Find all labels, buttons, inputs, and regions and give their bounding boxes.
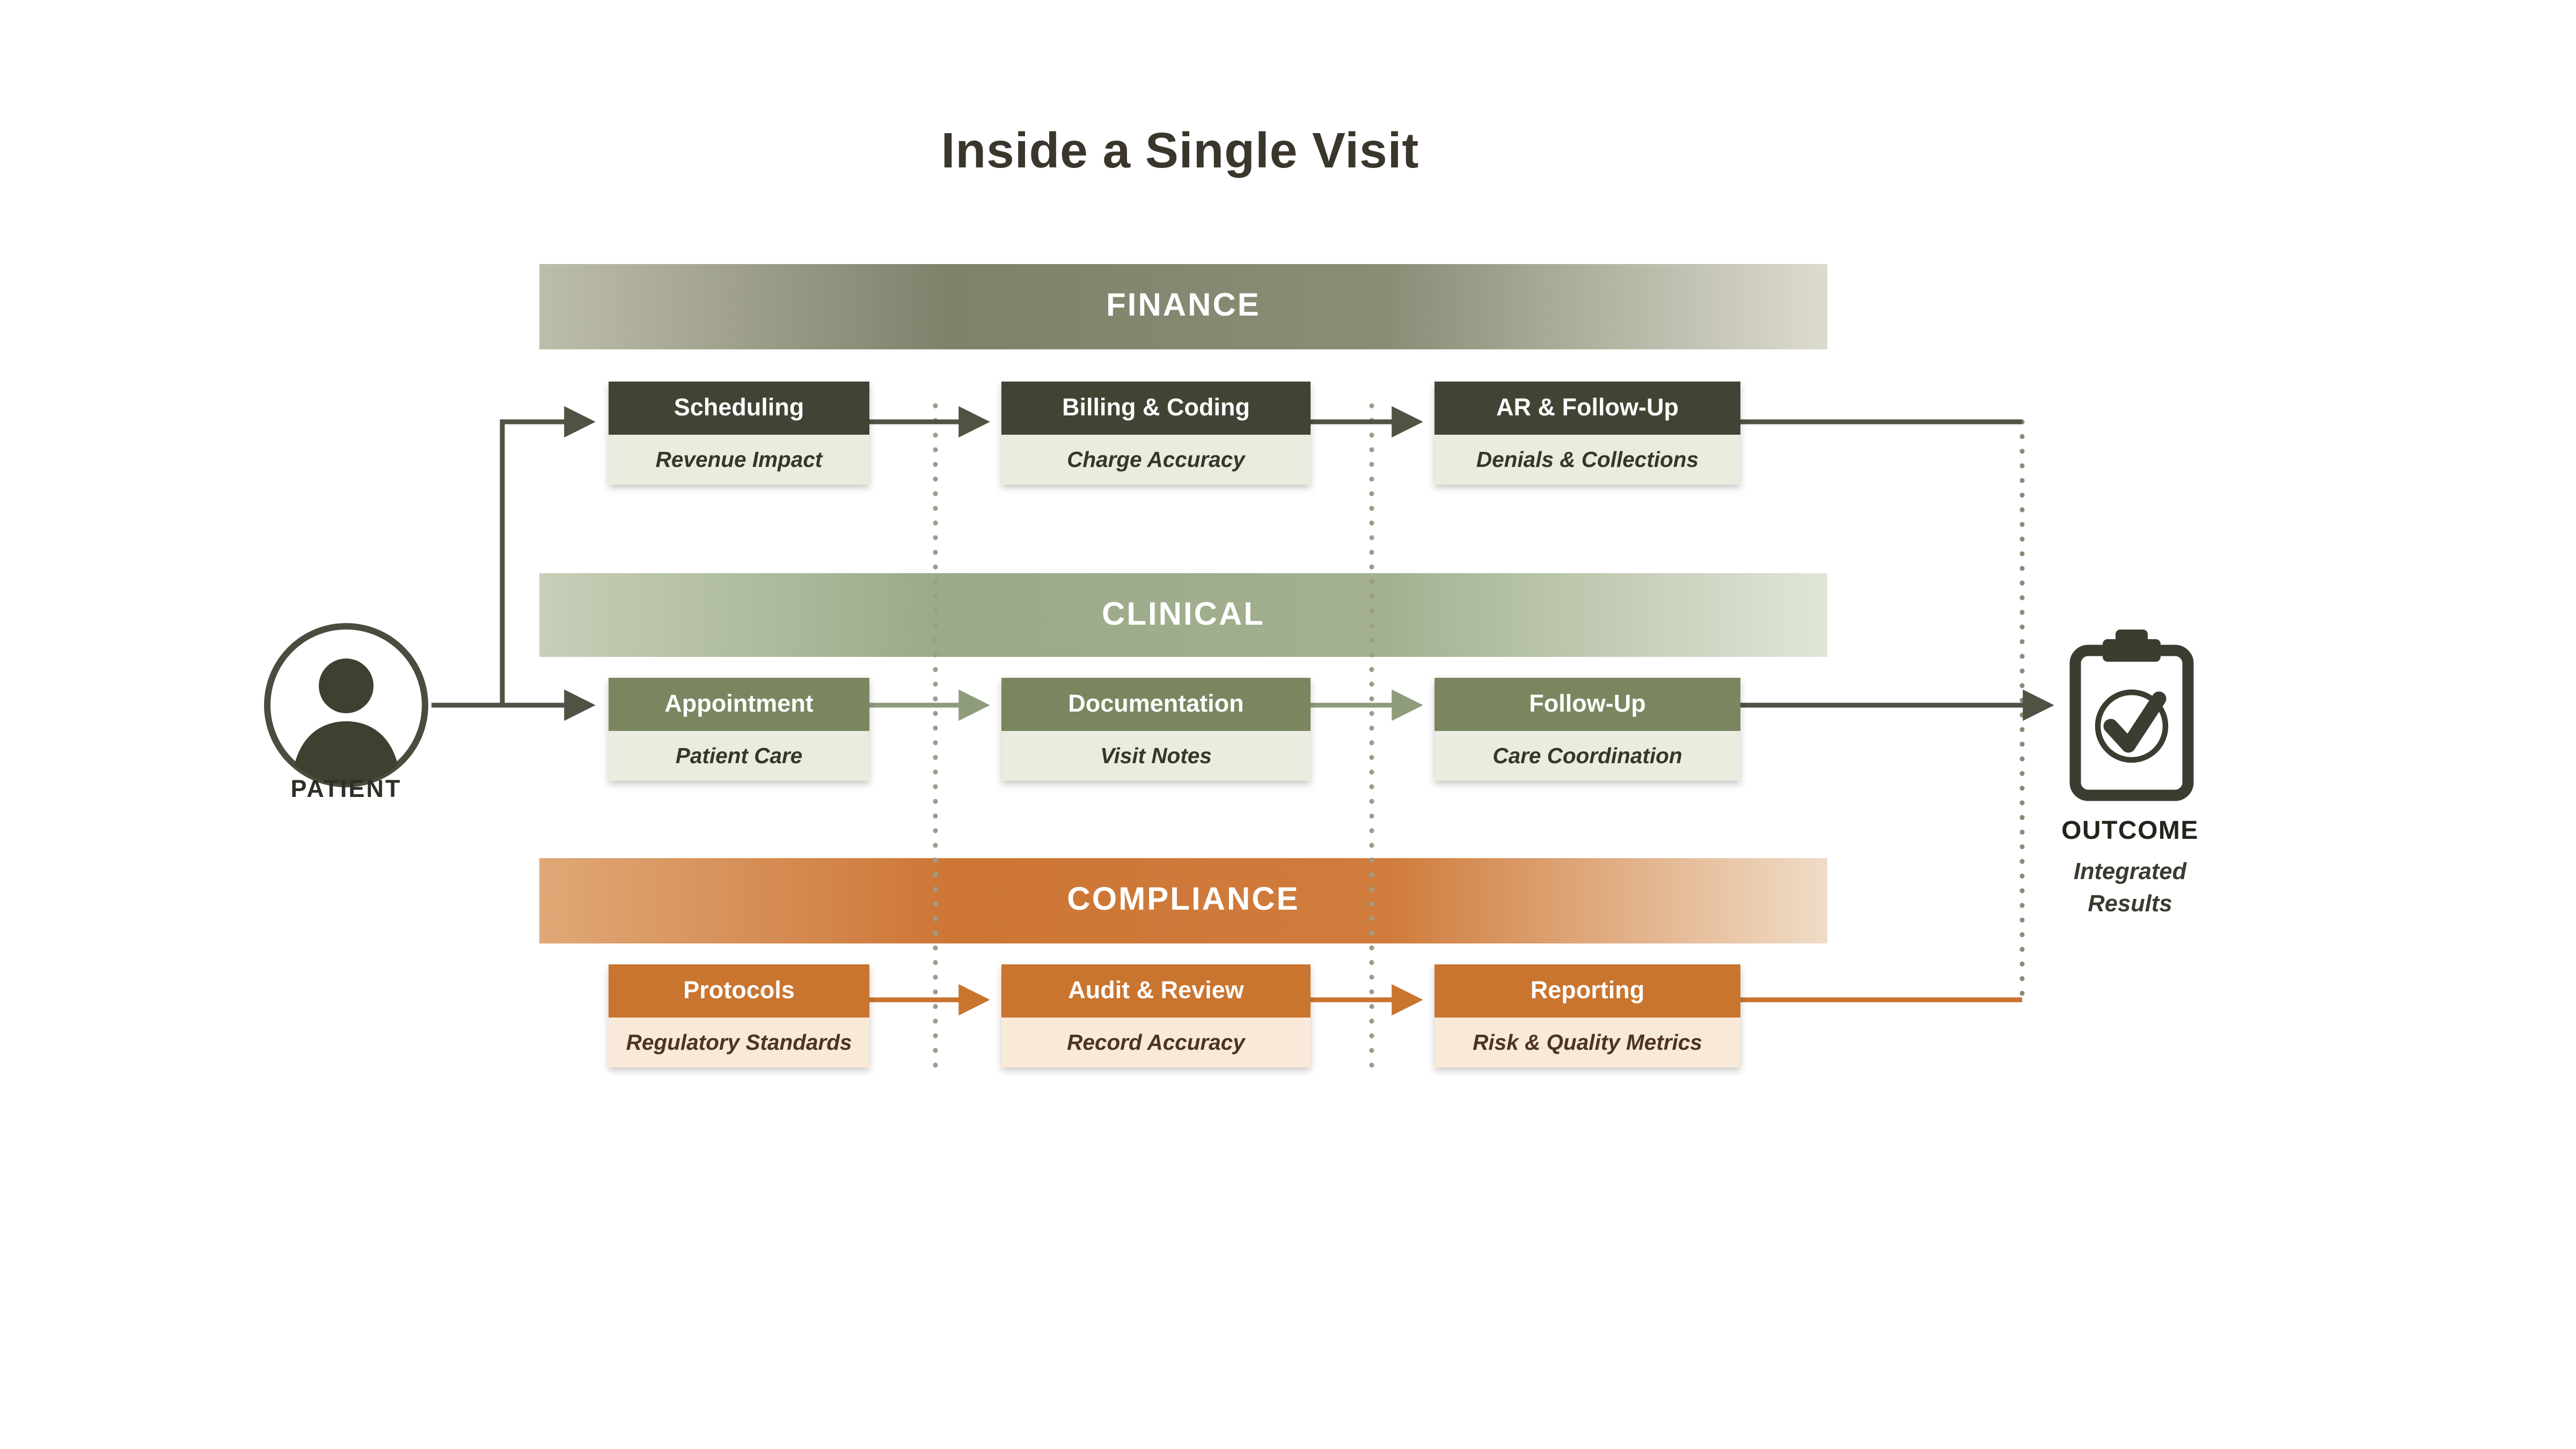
node-subtitle: Denials & Collections — [1435, 435, 1740, 485]
lane-band-clinical: CLINICAL — [539, 573, 1827, 657]
node-scheduling: Scheduling Revenue Impact — [609, 382, 869, 485]
node-title: Audit & Review — [1001, 964, 1311, 1018]
node-title: Scheduling — [609, 382, 869, 435]
node-billing-coding: Billing & Coding Charge Accuracy — [1001, 382, 1311, 485]
node-appointment: Appointment Patient Care — [609, 678, 869, 781]
node-subtitle: Charge Accuracy — [1001, 435, 1311, 485]
node-title: Reporting — [1435, 964, 1740, 1018]
node-title: Documentation — [1001, 678, 1311, 731]
node-audit-review: Audit & Review Record Accuracy — [1001, 964, 1311, 1067]
node-subtitle: Record Accuracy — [1001, 1018, 1311, 1067]
node-subtitle: Visit Notes — [1001, 731, 1311, 781]
node-ar-follow-up: AR & Follow-Up Denials & Collections — [1435, 382, 1740, 485]
lane-label-finance: FINANCE — [1106, 288, 1261, 324]
node-title: Follow-Up — [1435, 678, 1740, 731]
node-title: Protocols — [609, 964, 869, 1018]
lane-band-compliance: COMPLIANCE — [539, 858, 1827, 943]
node-subtitle: Risk & Quality Metrics — [1435, 1018, 1740, 1067]
lane-label-compliance: COMPLIANCE — [1067, 882, 1300, 918]
lane-band-finance: FINANCE — [539, 264, 1827, 349]
node-subtitle: Care Coordination — [1435, 731, 1740, 781]
node-subtitle: Revenue Impact — [609, 435, 869, 485]
page-title: Inside a Single Visit — [941, 122, 1419, 179]
node-title: AR & Follow-Up — [1435, 382, 1740, 435]
node-title: Appointment — [609, 678, 869, 731]
patient-label: PATIENT — [290, 776, 402, 803]
outcome-subtitle: Integrated Results — [2073, 860, 2187, 918]
node-protocols: Protocols Regulatory Standards — [609, 964, 869, 1067]
outcome-label: OUTCOME — [2061, 818, 2199, 845]
node-title: Billing & Coding — [1001, 382, 1311, 435]
clipboard-check-icon — [2069, 630, 2194, 801]
arrow-patient-scheduling — [500, 406, 596, 705]
lane-label-clinical: CLINICAL — [1101, 596, 1265, 632]
node-documentation: Documentation Visit Notes — [1001, 678, 1311, 781]
node-subtitle: Patient Care — [609, 731, 869, 781]
node-reporting: Reporting Risk & Quality Metrics — [1435, 964, 1740, 1067]
node-follow-up: Follow-Up Care Coordination — [1435, 678, 1740, 781]
person-silhouette-icon — [264, 623, 428, 787]
node-subtitle: Regulatory Standards — [609, 1018, 869, 1067]
